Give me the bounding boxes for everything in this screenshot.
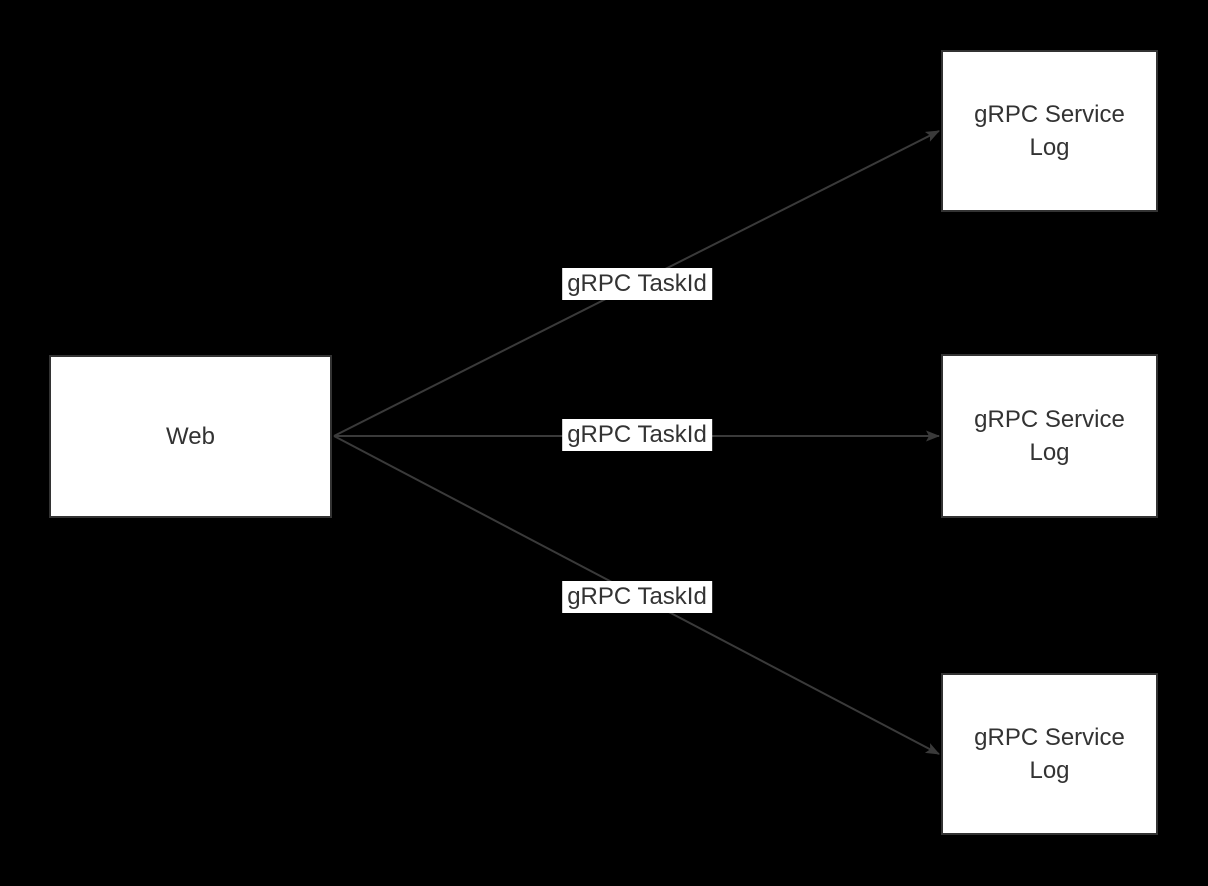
edge-label-grpc-taskid-3: gRPC TaskId bbox=[562, 581, 712, 613]
node-web-label: Web bbox=[166, 423, 215, 450]
node-grpc-service-log-2: gRPC Service Log bbox=[941, 354, 1158, 518]
node-grpc-service-log-2-label: gRPC Service Log bbox=[974, 406, 1125, 466]
node-grpc-service-log-3-label: gRPC Service Log bbox=[974, 724, 1125, 784]
edge-label-grpc-taskid-1: gRPC TaskId bbox=[562, 268, 712, 300]
node-grpc-service-log-1: gRPC Service Log bbox=[941, 50, 1158, 212]
node-web: Web bbox=[49, 355, 332, 518]
node-grpc-service-log-1-label: gRPC Service Log bbox=[974, 101, 1125, 161]
node-grpc-service-log-3: gRPC Service Log bbox=[941, 673, 1158, 835]
edge-label-grpc-taskid-2: gRPC TaskId bbox=[562, 419, 712, 451]
